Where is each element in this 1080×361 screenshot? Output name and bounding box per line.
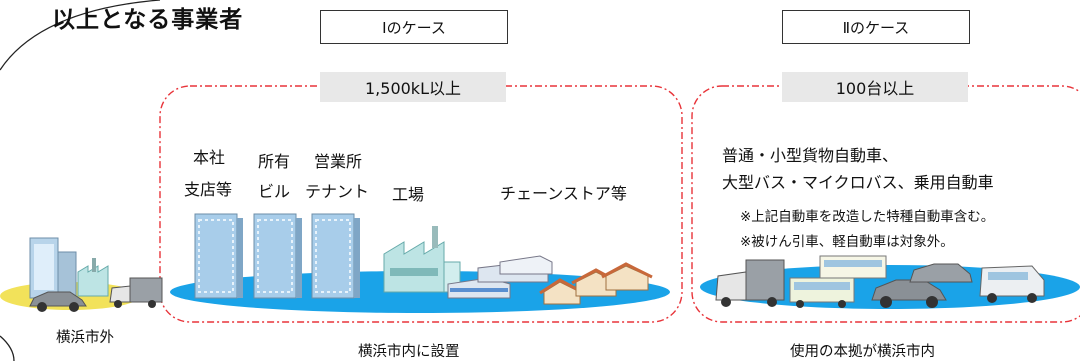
outside-yokohama-caption: 横浜市外 — [56, 330, 114, 346]
head-office-label-line2: 支店等 — [184, 180, 233, 199]
case1-location-caption: 横浜市内に設置 — [358, 344, 460, 360]
case2-location-caption: 使用の本拠が横浜市内 — [790, 344, 935, 360]
passenger-car-icon — [871, 263, 973, 308]
sales-office-label-line2: テナント — [305, 182, 370, 201]
outside-car-icon — [29, 291, 87, 312]
case2-title-box: Ⅱのケース — [782, 10, 970, 44]
owned-building-icon — [253, 213, 302, 299]
outside-truck-icon — [109, 277, 163, 308]
head-office-label-line1: 本社 — [193, 148, 226, 167]
factory-icon — [383, 226, 461, 293]
vehicle-types-line2: 大型バス・マイクロバス、乗用自動車 — [722, 173, 994, 192]
chain-store-icon — [447, 255, 553, 299]
special-vehicle-note: ※上記自動車を改造した特種自動車含む。 — [740, 209, 995, 225]
truck-icon — [715, 259, 785, 307]
chain-store-label: チェーンストア等 — [500, 184, 627, 203]
outside-factory-icon — [77, 258, 109, 297]
van-icon — [979, 265, 1045, 303]
excluded-vehicle-note: ※被けん引車、軽自動車は対象外。 — [740, 234, 954, 250]
factory-label: 工場 — [392, 185, 425, 204]
bus-icon — [789, 255, 887, 308]
outside-building-icon — [29, 237, 77, 299]
sales-office-building-icon — [311, 213, 360, 299]
sales-office-label-line1: 営業所 — [314, 152, 363, 171]
owned-building-label-line1: 所有 — [258, 152, 291, 171]
vehicle-types-line1: 普通・小型貨物自動車、 — [722, 146, 899, 165]
page-heading: 以上となる事業者 — [52, 7, 244, 33]
case1-threshold: 1,500kL以上 — [320, 72, 506, 102]
houses-icon — [539, 262, 653, 305]
case1-title-box: Ⅰのケース — [320, 10, 508, 44]
owned-building-label-line2: ビル — [258, 182, 291, 201]
outer-frame-curve — [0, 335, 15, 361]
head-office-building-icon — [194, 213, 243, 299]
outer-frame-top-curve — [0, 0, 161, 71]
case2-threshold: 100台以上 — [782, 72, 968, 102]
